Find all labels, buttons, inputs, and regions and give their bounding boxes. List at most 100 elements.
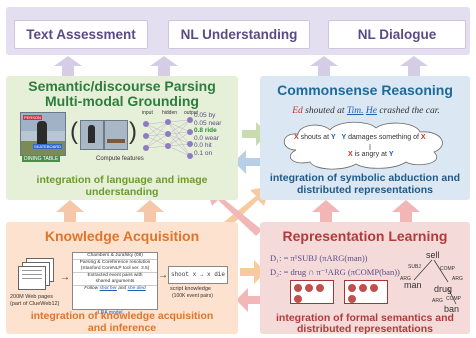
sentence-suffix: crashed the car. bbox=[376, 106, 440, 116]
web-label-2: (part of ClueWeb12) bbox=[10, 301, 60, 307]
cloud-line2: X is angry at Y bbox=[348, 151, 394, 158]
pipeline-line6: Follow shot her and she died bbox=[73, 286, 157, 292]
grounding-image: PERSON SKATEBOARD bbox=[20, 112, 66, 156]
web-pages-icon bbox=[18, 258, 58, 290]
representation-title: Representation Learning bbox=[282, 228, 448, 244]
script-label-2: (100K event pairs) bbox=[172, 293, 213, 299]
representation-panel: Representation Learning D₁: = π¹SUBJ (πA… bbox=[260, 222, 470, 335]
output-5: 0.1 on bbox=[194, 149, 213, 157]
output-0: 0.05 by bbox=[194, 112, 216, 119]
text-assessment-label: Text Assessment bbox=[26, 27, 136, 42]
semantic-footer-line2: understanding bbox=[85, 186, 159, 198]
up-arrow-mid1-icon bbox=[150, 56, 178, 76]
pipeline-follow: Follow bbox=[84, 286, 99, 291]
d2-label: D₂: bbox=[270, 267, 282, 277]
cloud-y2: Y bbox=[341, 134, 347, 141]
knowledge-title: Knowledge Acquisition bbox=[44, 228, 200, 244]
pipeline-died: she died bbox=[127, 286, 146, 291]
up-arrow-rl-icon bbox=[392, 200, 420, 222]
output-4: 0.0 hit bbox=[194, 142, 212, 150]
d2-expr: = drug ∩ π⁻¹ARG (πCOMP(ban)) bbox=[283, 267, 400, 277]
commonsense-title: Commonsense Reasoning bbox=[277, 82, 453, 98]
knowledge-footer-line2: and inference bbox=[87, 322, 157, 334]
nn-node-icon bbox=[187, 117, 193, 123]
nn-node-icon bbox=[143, 133, 149, 139]
cloud-x1: X bbox=[294, 134, 299, 141]
cloud-y3: Y bbox=[388, 151, 394, 158]
d1-expr: = π¹SUBJ (πARG(man)) bbox=[283, 253, 368, 263]
sentence-tim: Tim. bbox=[346, 106, 364, 116]
text-assessment-box: Text Assessment bbox=[14, 20, 148, 49]
web-label-1: 200M Web pages bbox=[10, 294, 54, 300]
tree-comp2: COMP bbox=[446, 296, 462, 302]
nl-understanding-box: NL Understanding bbox=[168, 20, 310, 49]
pipeline-shot: shot her bbox=[99, 286, 117, 291]
crop-image bbox=[80, 120, 104, 150]
script-code-box: shoot x → x die bbox=[168, 266, 228, 284]
representation-footer-line1: integration of formal semantics and bbox=[276, 312, 454, 324]
semantic-panel: Semantic/discourse Parsing Multi-modal G… bbox=[6, 76, 238, 200]
nn-outputs: 0.05 by 0.05 near 0.8 ride 0.0 wear 0.0 … bbox=[194, 112, 221, 158]
arrow-web-to-box-icon: → bbox=[60, 272, 70, 283]
compute-features-label: Compute features bbox=[96, 156, 144, 162]
skateboard-tag: SKATEBOARD bbox=[33, 144, 63, 149]
tree-man: man bbox=[404, 280, 422, 290]
knowledge-panel: Knowledge Acquisition 200M Web pages (pa… bbox=[6, 222, 238, 334]
pipeline-box: Chambers & Jurafsky (08) Parsing & Coref… bbox=[72, 252, 158, 310]
tree-drug: drug bbox=[434, 284, 452, 294]
cloud-damages: damages something of bbox=[346, 134, 421, 141]
tree-subj: SUBJ bbox=[408, 264, 421, 270]
right-arrow-orange-icon bbox=[240, 260, 266, 284]
nn-node-icon bbox=[187, 129, 193, 135]
nn-hidden-label: hidden bbox=[162, 110, 177, 116]
dining-table-tag: DINING TABLE bbox=[22, 156, 61, 162]
tree-comp1: COMP bbox=[440, 266, 456, 272]
tree-arg3: ARG bbox=[432, 298, 443, 304]
tree-arg1: ARG bbox=[400, 276, 411, 282]
arrow-box-to-code-icon: → bbox=[158, 270, 168, 281]
cloud-x3: X bbox=[348, 151, 353, 158]
paren-close: ) bbox=[129, 118, 137, 145]
d2-formula: D₂: = drug ∩ π⁻¹ARG (πCOMP(ban)) bbox=[270, 267, 400, 278]
pipeline-line3: (Stanford CoreNLP tool ver. 3.5) bbox=[73, 266, 157, 273]
commonsense-footer-line2: distributed representations bbox=[297, 184, 433, 196]
pipeline-line4: Extracted event pairs with bbox=[87, 273, 143, 278]
up-arrow-right-icon bbox=[400, 56, 428, 76]
nn-input-label: input bbox=[142, 110, 153, 116]
dependency-tree: sell SUBJ COMP ARG man ARG drug ARG COMP… bbox=[400, 250, 463, 314]
pipeline-line2: Parsing & Coreference resolution bbox=[79, 260, 151, 265]
up-arrow-rl2-icon bbox=[312, 200, 340, 222]
semantic-title-line2: Multi-modal Grounding bbox=[45, 93, 199, 109]
cloud-shouts: shouts at bbox=[298, 134, 331, 141]
nl-understanding-label: NL Understanding bbox=[180, 27, 298, 42]
output-3: 0.0 wear bbox=[194, 134, 219, 142]
nn-node-icon bbox=[187, 153, 193, 159]
nn-node-icon bbox=[165, 131, 171, 137]
d1-label: D₁: bbox=[270, 253, 282, 263]
semantic-title-line1: Semantic/discourse Parsing bbox=[28, 78, 216, 94]
commonsense-panel: Commonsense Reasoning Ed shouted at Tim.… bbox=[260, 76, 470, 200]
up-arrow-left-icon bbox=[54, 56, 82, 76]
cloud-angry: is angry at bbox=[352, 151, 389, 158]
tree-arg2: ARG bbox=[452, 276, 463, 282]
d1-formula: D₁: = π¹SUBJ (πARG(man)) bbox=[270, 253, 368, 263]
cloud-y1: Y bbox=[330, 134, 336, 141]
representation-footer-line2: distributed representations bbox=[297, 323, 433, 335]
pipeline-and: and bbox=[118, 286, 127, 291]
pipeline-line1: Chambers & Jurafsky (08) bbox=[73, 253, 157, 260]
person-tag: PERSON bbox=[23, 115, 42, 120]
cloud-line1: X shouts at Y Y damages something of X bbox=[294, 134, 426, 141]
script-label-1: script knowledge bbox=[170, 286, 211, 292]
up-arrow-ka-icon bbox=[56, 200, 84, 222]
nn-node-icon bbox=[187, 141, 193, 147]
lda-label: LDA model bbox=[98, 310, 123, 316]
neural-network-diagram: input hidden output bbox=[142, 110, 199, 159]
nl-dialogue-label: NL Dialogue bbox=[357, 27, 437, 42]
commonsense-footer-line1: integration of symbolic abduction and bbox=[269, 172, 461, 184]
left-arrow-blue-icon bbox=[234, 150, 260, 174]
nn-output-label: output bbox=[184, 110, 199, 116]
tree-sell: sell bbox=[426, 250, 440, 260]
thought-cloud bbox=[283, 121, 443, 170]
nl-dialogue-box: NL Dialogue bbox=[328, 20, 466, 49]
output-1: 0.05 near bbox=[194, 119, 222, 127]
